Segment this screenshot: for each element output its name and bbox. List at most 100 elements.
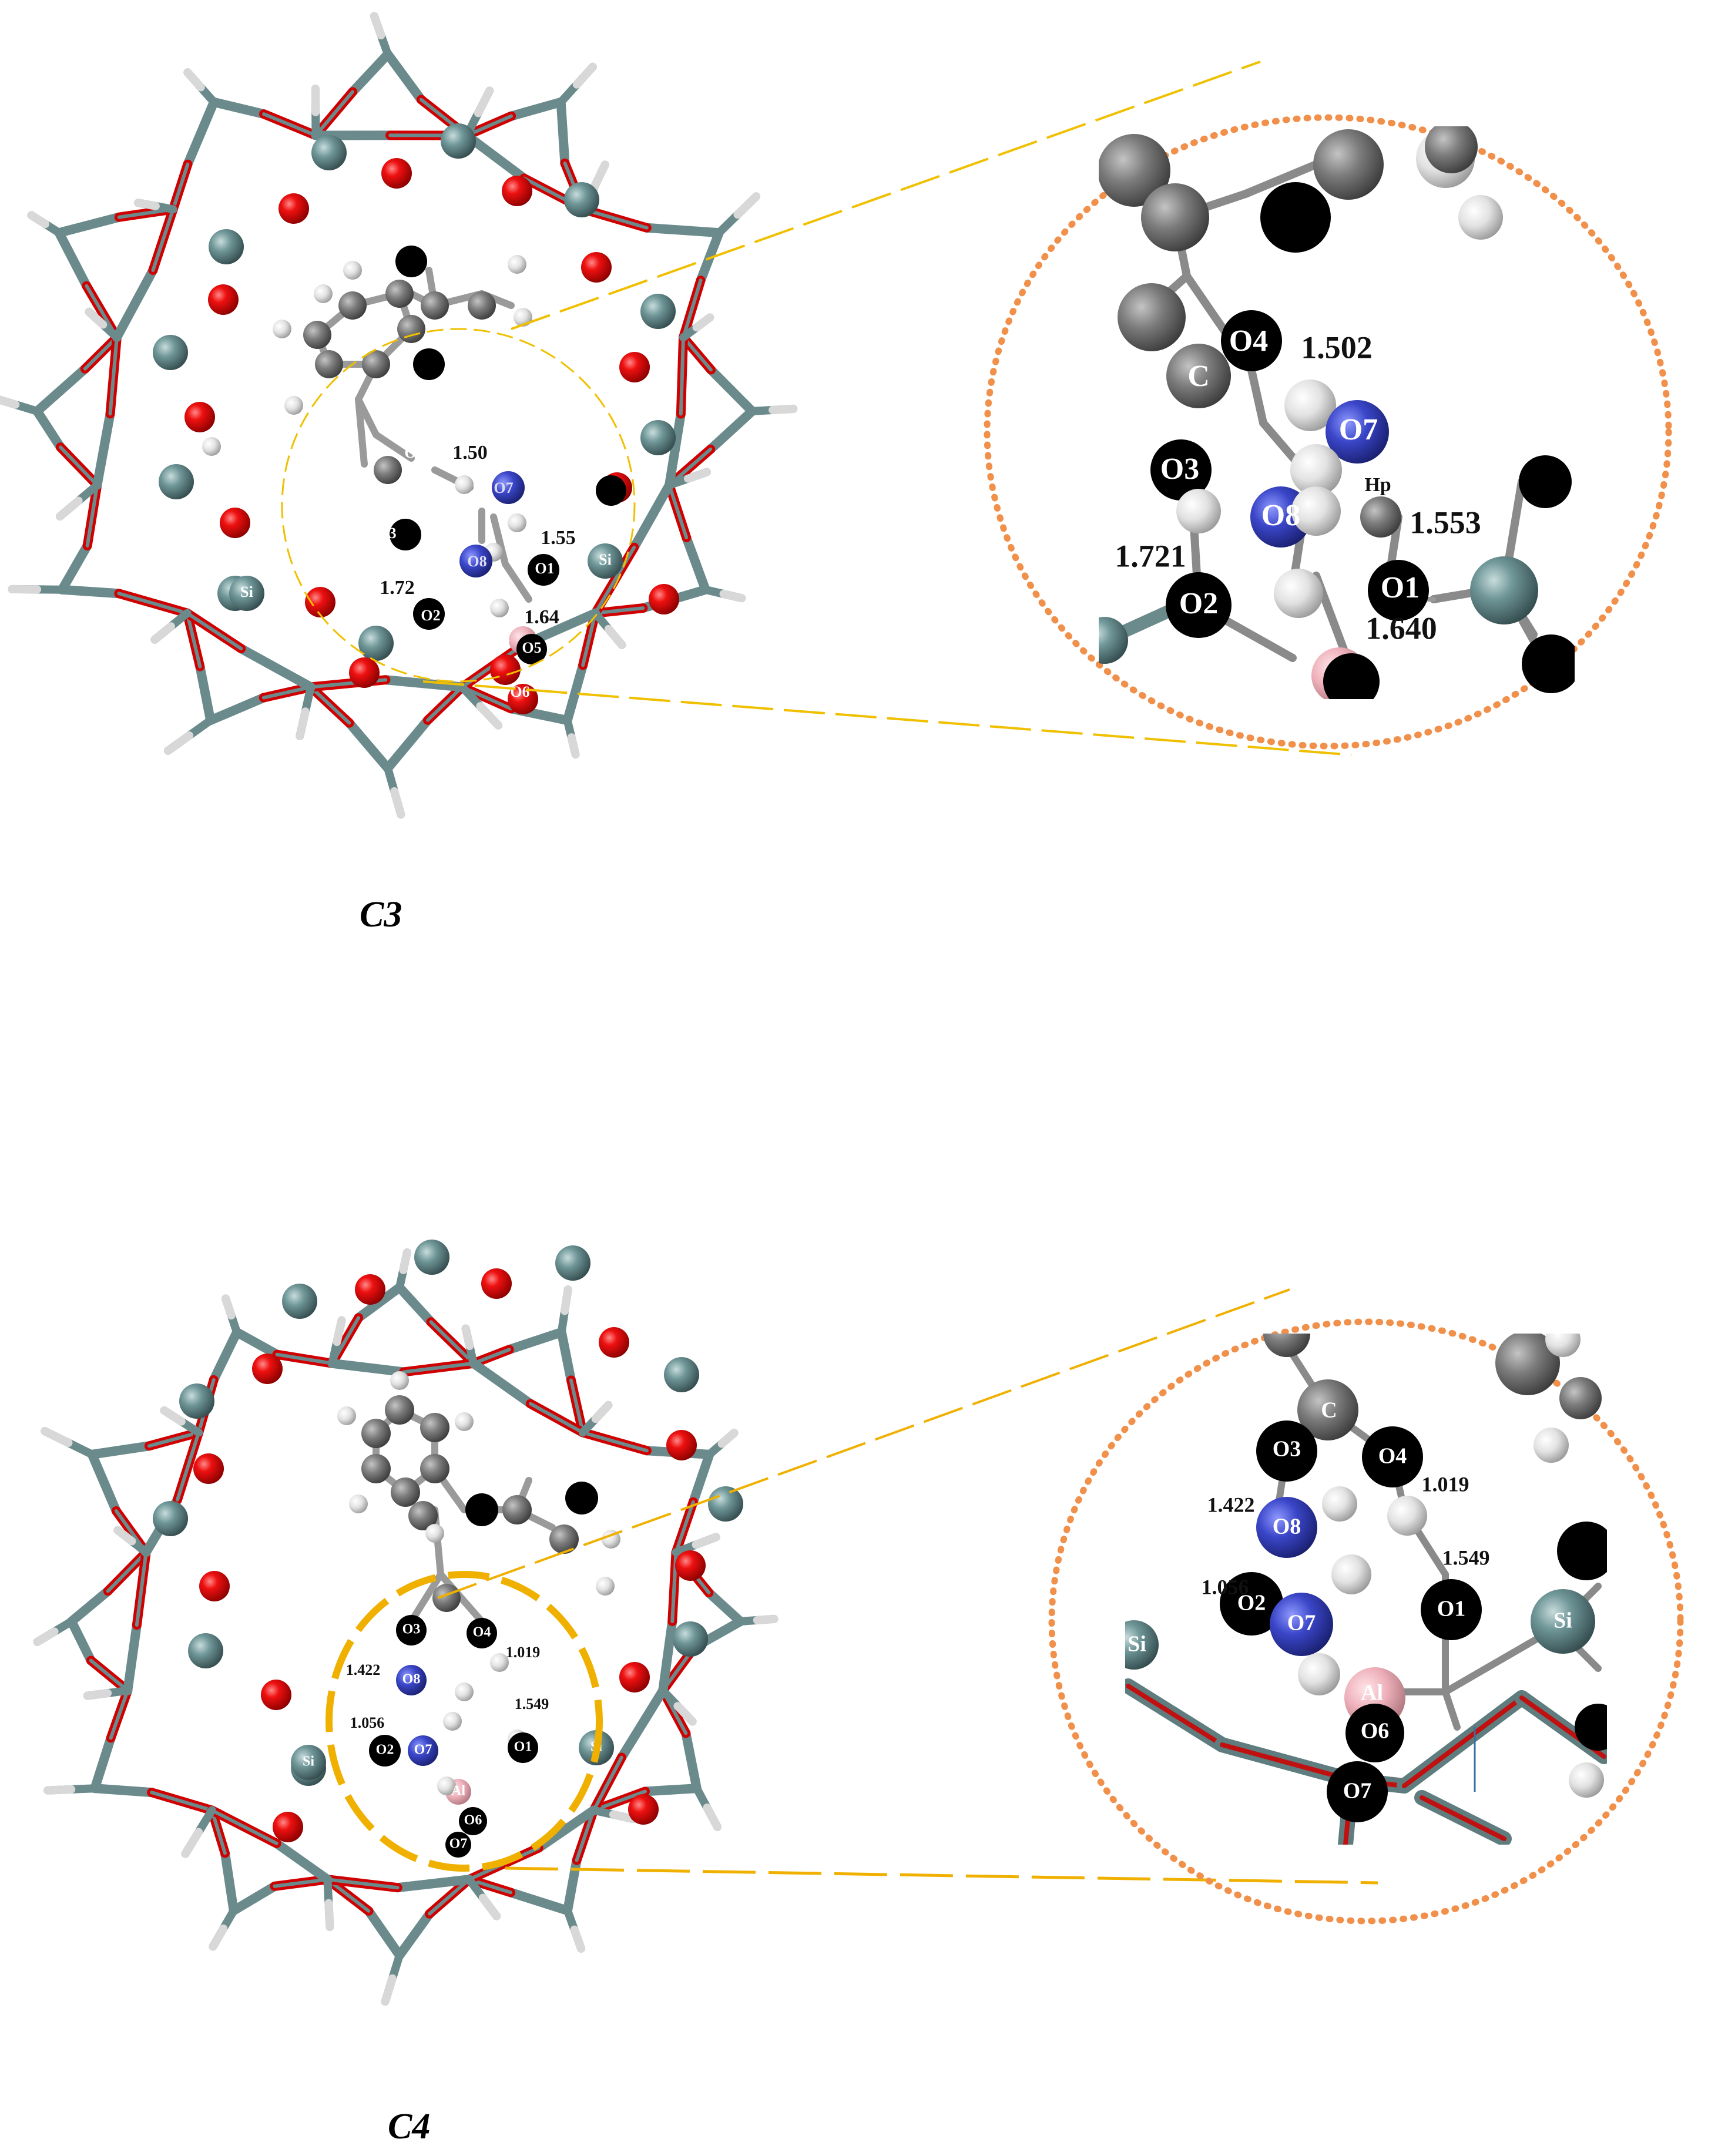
bond <box>658 1616 677 1695</box>
oxygen-atom <box>508 684 538 714</box>
carbon-atom <box>420 1454 449 1483</box>
bond <box>462 130 529 183</box>
hydrogen-atom <box>1176 489 1221 533</box>
bond <box>273 1878 330 1888</box>
bond <box>408 1571 444 1625</box>
bond <box>232 1327 282 1359</box>
water-oxygen-atom <box>396 1665 427 1695</box>
atom-label: O8 <box>1273 1514 1301 1539</box>
atom-label: O3 <box>1273 1437 1301 1462</box>
bond <box>87 1449 121 1516</box>
bond <box>1259 419 1303 468</box>
hydrogen-atom <box>1458 195 1503 240</box>
bond <box>150 1791 214 1812</box>
bond <box>609 1810 637 1823</box>
bond <box>326 1878 400 1890</box>
bond <box>383 49 426 105</box>
atom-label: Si <box>303 1754 314 1769</box>
bond <box>593 545 636 615</box>
bond <box>395 1909 435 1960</box>
bond <box>55 496 83 521</box>
bond <box>684 468 711 483</box>
bond <box>428 1878 471 1916</box>
carbon-atom <box>1166 344 1231 408</box>
hydrogen-atom <box>425 1524 444 1543</box>
silicon-atom <box>188 1633 223 1668</box>
bond <box>476 702 503 730</box>
bond <box>135 1550 148 1627</box>
bond <box>206 693 269 726</box>
bond <box>569 1378 585 1435</box>
bond <box>581 1430 649 1453</box>
atom-label: O2 <box>421 607 440 624</box>
zoom-guide-line <box>511 61 1261 330</box>
hydrogen-atom <box>390 1371 409 1390</box>
atom-label: 1.422 <box>346 1661 381 1678</box>
carbon-atom <box>1559 1377 1602 1419</box>
bond <box>437 1571 485 1625</box>
oxygen-atom <box>381 158 412 189</box>
bond <box>83 1689 112 1700</box>
bond <box>528 1402 585 1435</box>
carbon-atom <box>361 1454 391 1483</box>
zoom-circle <box>984 114 1672 750</box>
bond <box>185 611 243 650</box>
oxygen-atom <box>619 1662 650 1692</box>
bond <box>593 606 645 615</box>
silicon-atom <box>1099 617 1128 664</box>
atom-label: O3 <box>377 525 396 542</box>
carbon-atom <box>1360 496 1401 538</box>
bond <box>506 97 566 121</box>
bond <box>616 1685 668 1762</box>
bond <box>733 192 761 219</box>
silicon-atom <box>209 229 244 264</box>
hydrogen-atom <box>1290 444 1342 496</box>
bond <box>567 733 580 759</box>
carbon-atom <box>1425 126 1478 173</box>
water-oxygen-atom <box>459 545 492 577</box>
hydrogen-atom <box>437 1776 456 1795</box>
bond <box>370 12 385 40</box>
bond <box>66 1586 113 1626</box>
carbon-atom <box>374 456 402 484</box>
carbon-atom <box>432 1584 461 1612</box>
bond <box>85 307 108 329</box>
bond <box>109 1688 130 1740</box>
bond <box>704 1588 745 1626</box>
bond <box>314 90 355 137</box>
carbon-atom <box>421 291 449 320</box>
silicon-atom <box>564 182 599 217</box>
bond <box>364 1906 404 1960</box>
bond <box>209 1327 242 1385</box>
bond <box>87 1441 154 1459</box>
bond <box>27 211 49 229</box>
bond <box>373 431 415 462</box>
bond <box>570 1925 586 1953</box>
atom-label: O7 <box>1339 413 1378 446</box>
atom-label: 1.721 <box>1115 538 1186 573</box>
zoom-circle <box>1048 1318 1684 1925</box>
bond <box>112 265 158 342</box>
oxygen-atom <box>273 1812 303 1842</box>
bond <box>1247 366 1267 427</box>
silicon-atom <box>1125 1620 1159 1670</box>
bond <box>642 223 724 238</box>
oxygen-atom <box>208 284 239 315</box>
silicon-atom <box>291 1745 326 1780</box>
zoom-guide-line <box>437 1288 1290 1599</box>
bond <box>229 1881 280 1916</box>
atom-label: O8 <box>1261 499 1300 532</box>
bond <box>692 313 714 332</box>
atom-label: O8 <box>467 553 486 570</box>
bond <box>0 395 20 409</box>
bond <box>222 1294 236 1320</box>
carbon-atom <box>1099 134 1170 207</box>
hydrogen-atom <box>490 1653 509 1672</box>
bond <box>753 1614 779 1624</box>
oxygen-atom <box>628 1794 659 1825</box>
bond <box>426 685 464 722</box>
atom-label: O3 <box>1160 452 1199 486</box>
carbon-atom <box>303 321 331 349</box>
